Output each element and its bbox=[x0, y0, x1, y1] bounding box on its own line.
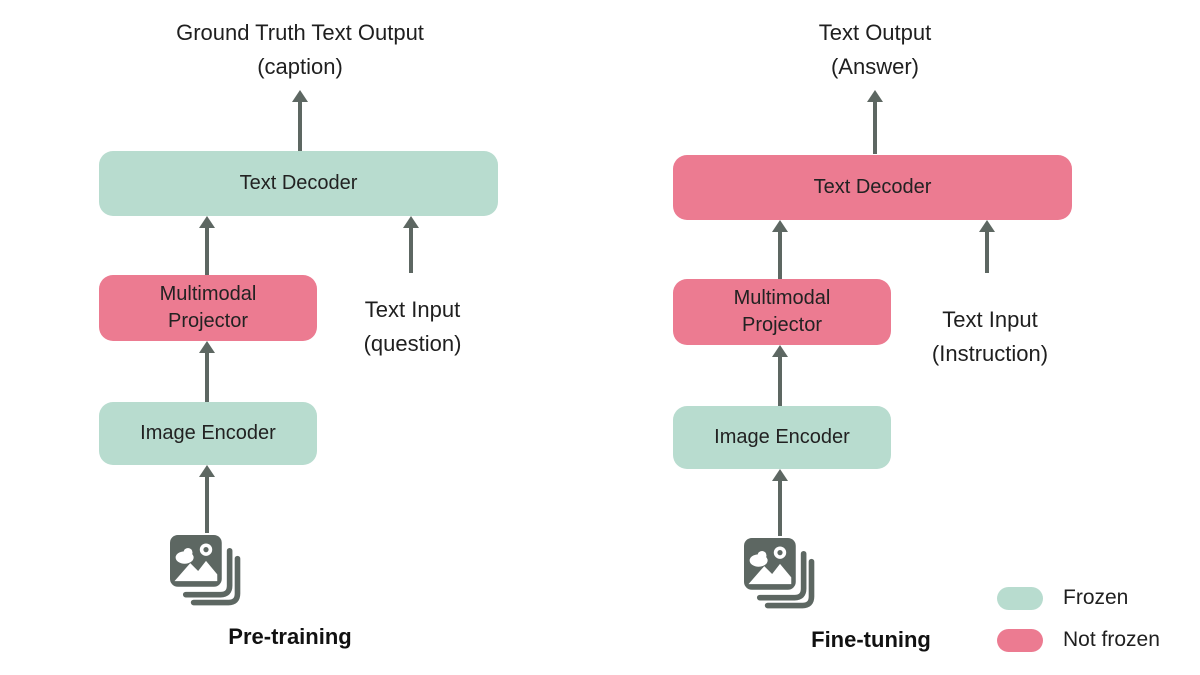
image-stack-icon bbox=[170, 535, 241, 606]
output-label: Text Output (Answer) bbox=[673, 16, 1077, 84]
arrow-textinput-to-decoder bbox=[979, 220, 995, 273]
block-multimodal-projector: Multimodal Projector bbox=[99, 275, 317, 341]
block-label: Image Encoder bbox=[714, 426, 850, 448]
image-stack-icon bbox=[744, 538, 815, 609]
arrow-decoder-to-output bbox=[292, 90, 308, 152]
legend-label: Frozen bbox=[1063, 586, 1129, 609]
block-text-decoder: Text Decoder bbox=[99, 151, 498, 216]
arrow-encoder-to-projector bbox=[772, 345, 788, 406]
arrow-projector-to-decoder bbox=[772, 220, 788, 279]
output-label-line1: Ground Truth Text Output bbox=[176, 20, 424, 45]
legend-item-not-frozen: Not frozen bbox=[997, 628, 1160, 652]
arrow-encoder-to-projector bbox=[199, 341, 215, 402]
frozen-swatch bbox=[997, 586, 1043, 610]
text-input-line1: Text Input bbox=[942, 307, 1038, 332]
panel-caption: Fine-tuning bbox=[811, 627, 931, 652]
arrow-decoder-to-output bbox=[867, 90, 883, 154]
block-multimodal-projector: Multimodal Projector bbox=[673, 279, 891, 345]
block-image-encoder: Image Encoder bbox=[99, 402, 317, 465]
block-label: Multimodal Projector bbox=[733, 287, 831, 336]
block-text-decoder: Text Decoder bbox=[673, 155, 1072, 220]
text-input-label: Text Input (question) bbox=[335, 293, 490, 361]
output-label-line2: (caption) bbox=[257, 54, 343, 79]
output-label: Ground Truth Text Output (caption) bbox=[98, 16, 502, 84]
block-label: Multimodal Projector bbox=[159, 283, 257, 332]
block-label: Text Decoder bbox=[239, 172, 358, 194]
legend-item-frozen: Frozen bbox=[997, 586, 1128, 610]
block-image-encoder: Image Encoder bbox=[673, 406, 891, 469]
arrow-projector-to-decoder bbox=[199, 216, 215, 277]
output-label-line2: (Answer) bbox=[830, 54, 919, 79]
block-label: Image Encoder bbox=[140, 422, 276, 444]
text-input-line2: (question) bbox=[363, 331, 462, 356]
text-input-line1: Text Input bbox=[364, 297, 461, 322]
arrow-images-to-encoder bbox=[772, 469, 788, 536]
arrow-textinput-to-decoder bbox=[403, 216, 419, 273]
output-label-line1: Text Output bbox=[818, 20, 932, 45]
not-frozen-swatch bbox=[997, 628, 1043, 652]
arrow-images-to-encoder bbox=[199, 465, 215, 533]
panel-caption: Pre-training bbox=[228, 624, 352, 649]
block-label: Text Decoder bbox=[813, 176, 932, 198]
legend-label: Not frozen bbox=[1063, 628, 1160, 651]
text-input-label: Text Input (Instruction) bbox=[910, 303, 1070, 371]
text-input-line2: (Instruction) bbox=[931, 341, 1049, 366]
